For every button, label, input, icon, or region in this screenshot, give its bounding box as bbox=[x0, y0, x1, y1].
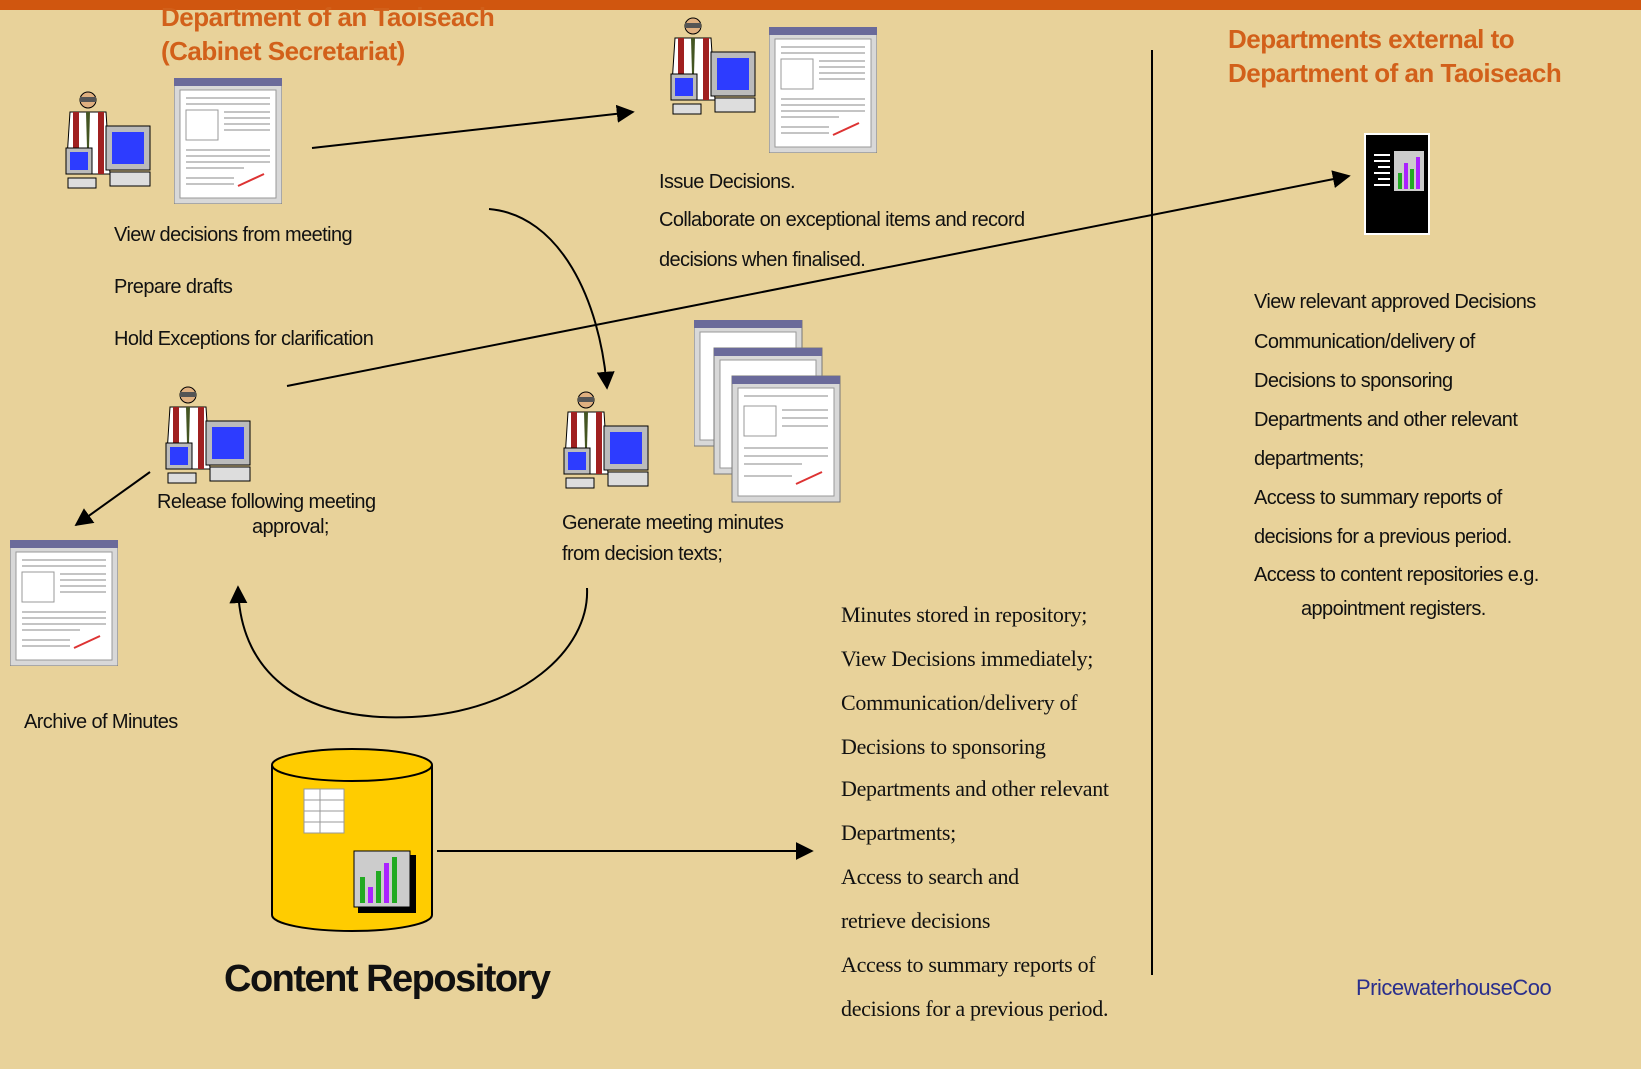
release-label-line1: Release following meeting bbox=[157, 491, 376, 513]
user-computer-icon bbox=[563, 391, 649, 489]
top-accent-bar bbox=[0, 0, 1641, 10]
left-action-item: View decisions from meeting bbox=[114, 224, 353, 246]
arrow-to-generate bbox=[488, 208, 615, 390]
repository-action-item: Departments; bbox=[841, 820, 956, 845]
external-action-item: Access to content repositories e.g. bbox=[1254, 564, 1539, 586]
generate-label-line2: from decision texts; bbox=[562, 543, 723, 565]
repository-action-item: Decisions to sponsoring bbox=[841, 734, 1046, 759]
repository-action-item: Access to search and bbox=[841, 864, 1019, 889]
issue-action-item: Collaborate on exceptional items and rec… bbox=[659, 209, 1025, 231]
external-action-item: View relevant approved Decisions bbox=[1254, 291, 1536, 313]
repository-title: Content Repository bbox=[224, 958, 551, 1000]
repository-action-item: Departments and other relevant bbox=[841, 776, 1109, 801]
left-action-item: Prepare drafts bbox=[114, 276, 233, 298]
external-action-item: departments; bbox=[1254, 448, 1364, 470]
repository-action-item: Communication/delivery of bbox=[841, 690, 1078, 715]
document-thumbnail-icon bbox=[174, 78, 282, 204]
external-action-item: Communication/delivery of bbox=[1254, 331, 1475, 353]
left-action-item: Hold Exceptions for clarification bbox=[114, 328, 374, 350]
external-heading-line2: Department of an Taoiseach bbox=[1228, 58, 1562, 88]
generate-label-line1: Generate meeting minutes bbox=[562, 512, 784, 534]
issue-action-item: Issue Decisions. bbox=[659, 171, 796, 193]
release-label-line2: approval; bbox=[252, 516, 329, 538]
arrow-to-issue bbox=[311, 104, 635, 149]
user-computer-icon bbox=[65, 91, 151, 189]
user-computer-icon bbox=[165, 386, 251, 484]
report-document-icon bbox=[1364, 133, 1430, 235]
external-action-item: Decisions to sponsoring bbox=[1254, 370, 1453, 392]
document-thumbnail-icon bbox=[769, 27, 877, 153]
database-cylinder-icon bbox=[271, 748, 433, 932]
dept-heading-line1: Department of an Taoiseach bbox=[161, 2, 495, 32]
external-action-item: appointment registers. bbox=[1301, 598, 1486, 620]
repository-action-item: decisions for a previous period. bbox=[841, 996, 1109, 1021]
arrow-to-archive bbox=[74, 471, 151, 527]
arrow-loop-back bbox=[229, 585, 589, 719]
external-action-item: Departments and other relevant bbox=[1254, 409, 1518, 431]
document-thumbnail-icon bbox=[10, 540, 118, 666]
issue-action-item: decisions when finalised. bbox=[659, 249, 866, 271]
footer-brand-text: PricewaterhouseCoo bbox=[1356, 975, 1552, 1000]
repository-action-item: View Decisions immediately; bbox=[841, 646, 1094, 671]
external-action-item: decisions for a previous period. bbox=[1254, 526, 1512, 548]
external-heading-line1: Departments external to bbox=[1228, 24, 1515, 54]
repository-action-item: retrieve decisions bbox=[841, 908, 991, 933]
repository-action-item: Access to summary reports of bbox=[841, 952, 1096, 977]
external-action-item: Access to summary reports of bbox=[1254, 487, 1502, 509]
stacked-documents-icon bbox=[694, 320, 841, 503]
arrow-to-external bbox=[286, 170, 1351, 387]
repository-action-item: Minutes stored in repository; bbox=[841, 602, 1088, 627]
dept-heading-line2: (Cabinet Secretariat) bbox=[161, 36, 405, 66]
archive-label: Archive of Minutes bbox=[24, 711, 178, 733]
user-computer-icon bbox=[670, 17, 756, 115]
